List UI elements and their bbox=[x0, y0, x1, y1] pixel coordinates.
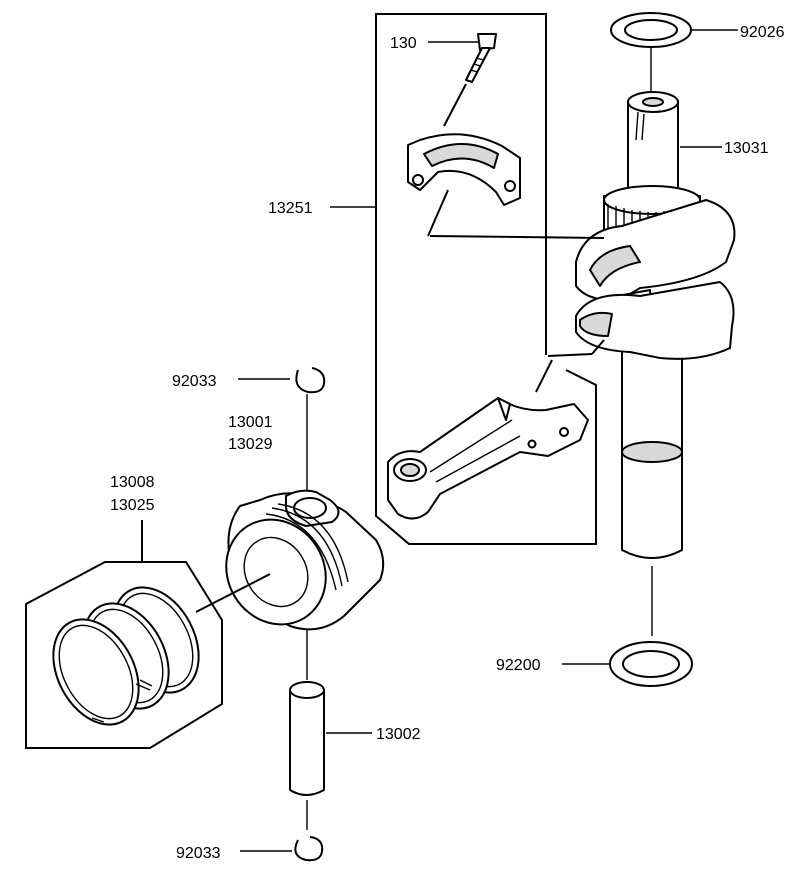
crankshaft-part bbox=[429, 91, 736, 559]
label-92033-top: 92033 bbox=[172, 373, 217, 390]
bolt-part bbox=[443, 33, 497, 127]
rod-cap-part bbox=[407, 133, 521, 237]
label-13029: 13029 bbox=[228, 436, 273, 453]
label-13251: 13251 bbox=[268, 200, 313, 217]
piston-part bbox=[195, 489, 385, 680]
label-13002: 13002 bbox=[376, 726, 421, 743]
label-92033-bottom: 92033 bbox=[176, 845, 221, 862]
washer-top-part bbox=[610, 12, 692, 92]
circlip-bottom-part bbox=[294, 836, 324, 862]
label-92026: 92026 bbox=[740, 24, 785, 41]
label-13001: 13001 bbox=[228, 414, 273, 431]
label-130: 130 bbox=[390, 35, 417, 52]
label-13008: 13008 bbox=[110, 474, 155, 491]
leader-lines bbox=[238, 29, 738, 852]
piston-pin-part bbox=[289, 681, 325, 830]
label-13031: 13031 bbox=[724, 140, 769, 157]
connecting-rod-frame bbox=[375, 13, 597, 545]
circlip-top-part bbox=[295, 367, 326, 490]
washer-bottom-part bbox=[609, 566, 693, 687]
connecting-rod-part bbox=[387, 359, 589, 520]
label-13025: 13025 bbox=[110, 497, 155, 514]
ring-set-part bbox=[25, 520, 223, 749]
label-92200: 92200 bbox=[496, 657, 541, 674]
